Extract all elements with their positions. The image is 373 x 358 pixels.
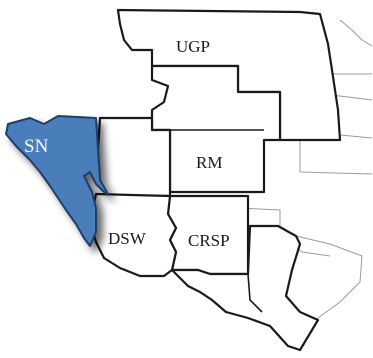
region-south <box>170 224 320 352</box>
region-dsw <box>88 192 178 278</box>
label-rm: RM <box>196 153 222 172</box>
label-crsp: CRSP <box>188 231 230 250</box>
state-border-wi <box>339 19 373 47</box>
state-border-nm <box>239 207 281 226</box>
region-south-inner <box>247 273 263 313</box>
label-dsw: DSW <box>108 229 147 248</box>
state-border-ok <box>299 135 373 175</box>
label-ugp: UGP <box>176 37 210 56</box>
region-west-basin <box>96 116 172 198</box>
label-sn: SN <box>24 136 49 157</box>
region-sn <box>5 115 109 247</box>
